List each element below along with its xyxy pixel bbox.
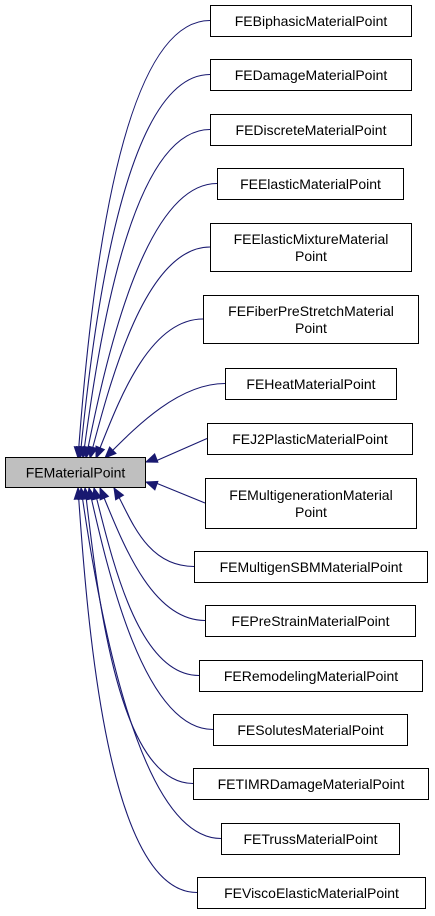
arrowhead-icon: [73, 486, 85, 500]
class-node-base[interactable]: FEMaterialPoint: [5, 457, 146, 488]
class-node-elastic[interactable]: FEElasticMaterialPoint: [217, 168, 404, 200]
inheritance-edge-truss: [80, 487, 222, 840]
class-nodes: FEMaterialPoint FEBiphasicMaterialPointFE…: [5, 5, 429, 909]
inheritance-edge-elastic: [85, 182, 218, 459]
class-node-box: [210, 5, 412, 37]
class-node-visco-elastic[interactable]: FEViscoElasticMaterialPoint: [197, 877, 426, 909]
class-node-label: Point: [295, 248, 327, 264]
class-node-box: [5, 457, 146, 488]
inheritance-edge-biphasic: [77, 19, 211, 459]
inheritance-edge-remodeling: [93, 487, 200, 677]
class-node-box: [199, 660, 423, 692]
arrowhead-icon: [87, 445, 99, 460]
class-node-label: FEHeatMaterialPoint: [246, 376, 375, 392]
inheritance-edge-timr-damage: [84, 487, 194, 785]
class-node-solutes[interactable]: FESolutesMaterialPoint: [213, 714, 408, 746]
class-node-box: [221, 823, 400, 855]
inheritance-edge-multigen-sbm: [113, 487, 195, 568]
class-node-biphasic[interactable]: FEBiphasicMaterialPoint: [210, 5, 412, 37]
class-node-multigen-sbm[interactable]: FEMultigenSBMMaterialPoint: [194, 551, 428, 583]
class-node-label: FEElasticMaterialPoint: [240, 176, 381, 192]
class-node-box: [210, 59, 412, 91]
inheritance-edge-damage: [79, 73, 211, 459]
class-node-label: FERemodelingMaterialPoint: [224, 668, 398, 684]
arrowhead-icon: [104, 446, 117, 459]
class-node-box: [210, 114, 412, 146]
class-node-heat[interactable]: FEHeatMaterialPoint: [225, 368, 397, 400]
class-node-label: FEViscoElasticMaterialPoint: [224, 885, 399, 901]
class-node-timr-damage[interactable]: FETIMRDamageMaterialPoint: [193, 768, 429, 800]
class-node-box: [205, 605, 416, 637]
arrowhead-icon: [144, 480, 159, 491]
class-node-damage[interactable]: FEDamageMaterialPoint: [210, 59, 412, 91]
class-node-label: FEElasticMixtureMaterial: [234, 231, 389, 247]
class-node-label: FEMultigenerationMaterial: [229, 487, 392, 503]
class-node-label: FETIMRDamageMaterialPoint: [218, 776, 405, 792]
class-node-box: [205, 478, 417, 529]
arrowhead-icon: [99, 486, 110, 501]
class-node-label: FEBiphasicMaterialPoint: [235, 13, 388, 29]
class-node-box: [193, 768, 429, 800]
class-node-discrete[interactable]: FEDiscreteMaterialPoint: [210, 114, 412, 146]
class-node-label: FETrussMaterialPoint: [243, 831, 377, 847]
inheritance-edges: [73, 19, 226, 894]
class-node-label: FEJ2PlasticMaterialPoint: [232, 431, 388, 447]
class-node-label: FEMaterialPoint: [26, 465, 126, 481]
class-node-box: [213, 714, 408, 746]
class-node-label: FEDiscreteMaterialPoint: [236, 122, 387, 138]
inheritance-edge-multigeneration: [155, 482, 206, 504]
class-node-label: FEDamageMaterialPoint: [235, 67, 388, 83]
inheritance-edge-visco-elastic: [77, 487, 198, 894]
class-node-box: [225, 368, 397, 400]
class-node-box: [203, 295, 419, 344]
class-node-j2plastic[interactable]: FEJ2PlasticMaterialPoint: [207, 423, 413, 455]
inheritance-edge-prestrain: [99, 487, 206, 622]
class-node-label: Point: [295, 504, 327, 520]
class-node-label: FEFiberPreStretchMaterial: [228, 303, 394, 319]
arrowhead-icon: [95, 445, 106, 460]
class-node-remodeling[interactable]: FERemodelingMaterialPoint: [199, 660, 423, 692]
inheritance-edge-solutes: [88, 487, 214, 731]
inheritance-edge-heat: [104, 382, 226, 459]
inheritance-edge-j2plastic: [155, 437, 208, 462]
class-node-box: [207, 423, 413, 455]
inheritance-edge-elastic-mixture: [89, 246, 211, 459]
class-node-box: [217, 168, 404, 200]
class-node-box: [197, 877, 426, 909]
class-node-truss[interactable]: FETrussMaterialPoint: [221, 823, 400, 855]
arrowhead-icon: [144, 452, 159, 463]
class-node-label: Point: [295, 320, 327, 336]
class-node-box: [210, 223, 412, 272]
class-node-label: FESolutesMaterialPoint: [237, 722, 383, 738]
inheritance-edge-fiber-prestretch: [95, 318, 204, 459]
inheritance-edge-discrete: [82, 128, 211, 459]
class-node-prestrain[interactable]: FEPreStrainMaterialPoint: [205, 605, 416, 637]
class-node-box: [194, 551, 428, 583]
class-node-label: FEPreStrainMaterialPoint: [232, 613, 390, 629]
arrowhead-icon: [113, 486, 125, 501]
class-node-label: FEMultigenSBMMaterialPoint: [220, 559, 403, 575]
